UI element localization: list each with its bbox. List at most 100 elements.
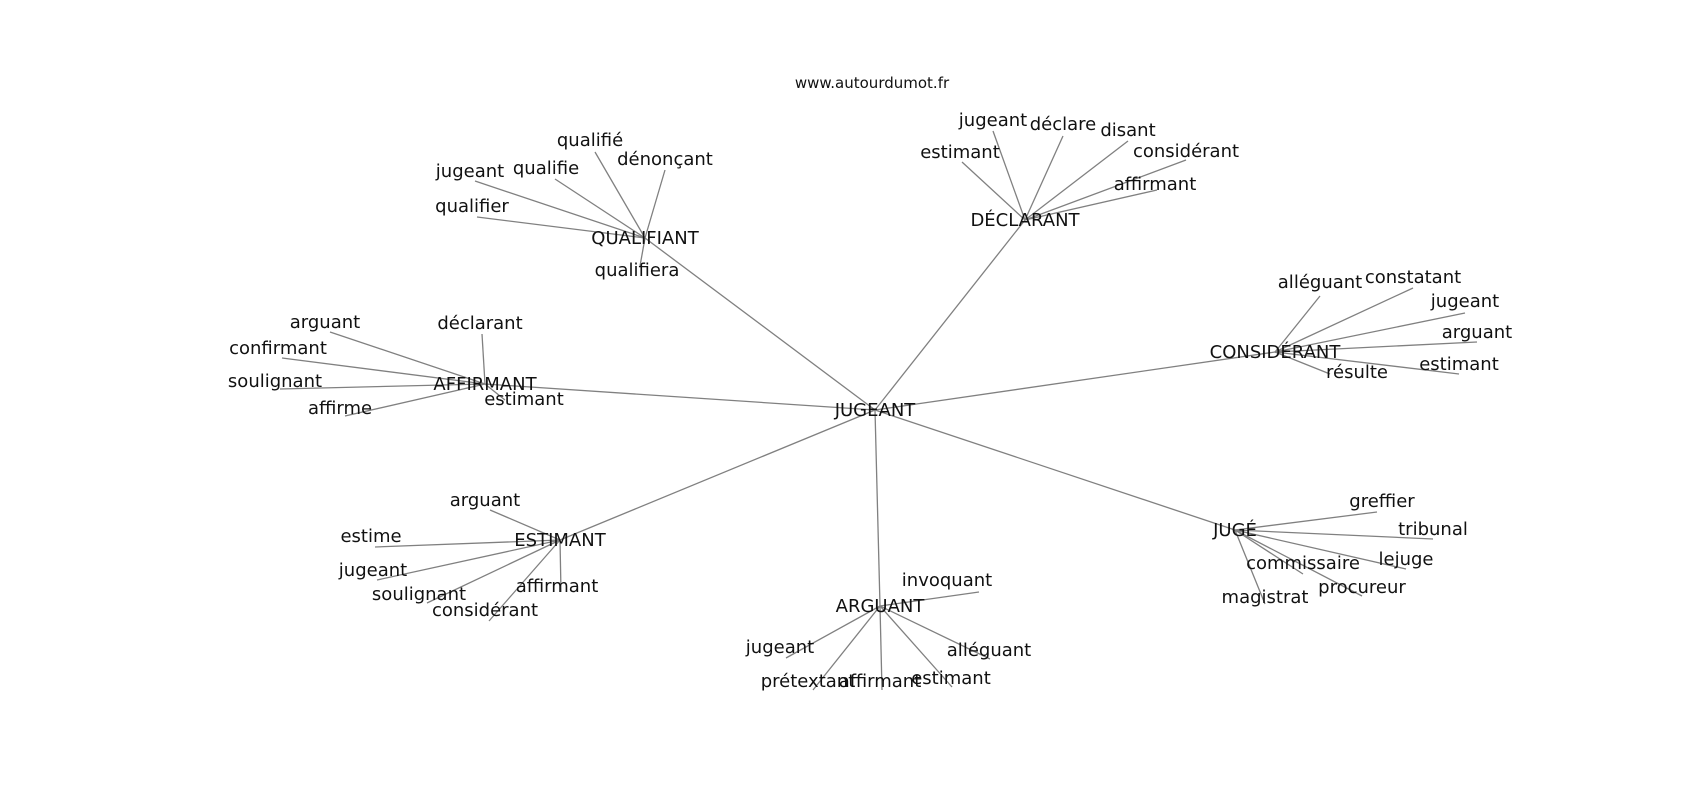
edge-considerant-2-constatant-1: [1274, 287, 1414, 353]
leaf-estimant-4-estime-1[interactable]: estime: [340, 526, 401, 547]
edge-arguant-5-affirmant-4: [879, 605, 883, 691]
leaf-estimant-4-soulignant-3[interactable]: soulignant: [372, 584, 466, 605]
hub-node-qualifiant-0[interactable]: QUALIFIANT: [591, 228, 699, 249]
leaf-declarant-1-considerant-4[interactable]: considérant: [1133, 141, 1239, 162]
edge-qualifiant-0-qualifie-0: [594, 151, 646, 239]
edge-qualifiant-0-denoncant-1: [644, 169, 666, 239]
edge-center-juge-6: [874, 409, 1236, 531]
leaf-declarant-1-declare-1[interactable]: déclare: [1030, 114, 1097, 135]
leaf-declarant-1-estimant-3[interactable]: estimant: [920, 142, 1000, 163]
leaf-qualifiant-0-qualifie-3[interactable]: qualifie: [513, 158, 579, 179]
leaf-considerant-2-alleguant-0[interactable]: alléguant: [1278, 272, 1362, 293]
edge-arguant-5-estimant-5: [879, 605, 953, 688]
site-label: www.autourdumot.fr: [795, 74, 950, 92]
leaf-juge-6-greffier-0[interactable]: greffier: [1349, 491, 1415, 512]
leaf-affirmant-3-arguant-0[interactable]: arguant: [290, 312, 360, 333]
edge-declarant-1-estimant-3: [961, 161, 1026, 221]
leaf-estimant-4-affirmant-5[interactable]: affirmant: [516, 576, 599, 597]
edge-center-arguant-5: [874, 409, 881, 607]
center-node-jugeant[interactable]: JUGEANT: [834, 400, 917, 421]
edge-juge-6-magistrat-5: [1234, 529, 1266, 605]
edge-declarant-1-disant-2: [1024, 140, 1129, 221]
edge-qualifiant-0-qualifiera-5: [639, 237, 646, 267]
leaf-estimant-4-jugeant-2[interactable]: jugeant: [338, 560, 407, 581]
edge-juge-6-procureur-4: [1234, 529, 1363, 597]
edge-arguant-5-invoquant-0: [879, 591, 980, 607]
leaf-juge-6-tribunal-1[interactable]: tribunal: [1398, 519, 1468, 540]
edge-estimant-4-affirmant-5: [559, 539, 562, 593]
edge-arguant-5-jugeant-1: [785, 605, 881, 659]
edge-estimant-4-arguant-0: [489, 509, 561, 541]
edge-considerant-2-alleguant-0: [1274, 295, 1321, 353]
hub-node-estimant-4[interactable]: ESTIMANT: [514, 530, 606, 551]
leaf-affirmant-3-estimant-5[interactable]: estimant: [484, 389, 564, 410]
edge-affirmant-3-soulignant-3: [279, 383, 486, 390]
leaf-arguant-5-invoquant-0[interactable]: invoquant: [902, 570, 992, 591]
hub-node-arguant-5[interactable]: ARGUANT: [836, 596, 926, 617]
leaf-qualifiant-0-qualifier-4[interactable]: qualifier: [435, 196, 509, 217]
edge-center-affirmant-3: [484, 383, 876, 411]
edge-arguant-5-pretextant-3: [812, 605, 881, 691]
edge-arguant-5-alleguant-2: [879, 605, 991, 660]
hub-node-affirmant-3[interactable]: AFFIRMANT: [433, 374, 537, 395]
leaf-qualifiant-0-qualifie-0[interactable]: qualifié: [557, 130, 623, 151]
leaf-juge-6-commissaire-3[interactable]: commissaire: [1246, 553, 1360, 574]
leaf-considerant-2-estimant-4[interactable]: estimant: [1419, 354, 1499, 375]
leaf-declarant-1-affirmant-5[interactable]: affirmant: [1114, 174, 1197, 195]
edge-affirmant-3-affirme-4: [344, 383, 486, 417]
leaf-qualifiant-0-denoncant-1[interactable]: dénonçant: [617, 149, 713, 170]
edge-estimant-4-considerant-4: [488, 539, 561, 622]
leaf-qualifiant-0-qualifiera-5[interactable]: qualifiera: [595, 260, 680, 281]
edge-juge-6-tribunal-1: [1234, 529, 1434, 540]
leaf-affirmant-3-soulignant-3[interactable]: soulignant: [228, 371, 322, 392]
edge-considerant-2-arguant-3: [1274, 341, 1478, 353]
edge-affirmant-3-confirmant-2: [281, 357, 486, 385]
graph-edges: [279, 130, 1478, 691]
leaf-juge-6-lejuge-2[interactable]: lejuge: [1379, 549, 1434, 570]
leaf-arguant-5-affirmant-4[interactable]: affirmant: [839, 671, 922, 692]
edge-affirmant-3-declarant-1: [481, 333, 486, 385]
leaf-considerant-2-arguant-3[interactable]: arguant: [1442, 322, 1512, 343]
edge-center-declarant-1: [874, 219, 1026, 411]
leaf-arguant-5-estimant-5[interactable]: estimant: [911, 668, 991, 689]
edge-declarant-1-declare-1: [1024, 135, 1064, 221]
edge-affirmant-3-estimant-5: [484, 383, 506, 401]
leaf-estimant-4-considerant-4[interactable]: considérant: [432, 600, 538, 621]
leaf-arguant-5-pretextant-3[interactable]: prétextant: [761, 671, 856, 692]
edge-considerant-2-estimant-4: [1274, 351, 1460, 375]
leaf-affirmant-3-affirme-4[interactable]: affirme: [308, 398, 372, 419]
leaf-considerant-2-constatant-1[interactable]: constatant: [1365, 267, 1461, 288]
edge-considerant-2-jugeant-2: [1274, 312, 1466, 353]
leaf-qualifiant-0-jugeant-2[interactable]: jugeant: [435, 161, 504, 182]
edge-qualifiant-0-qualifier-4: [476, 216, 646, 239]
leaf-arguant-5-jugeant-1[interactable]: jugeant: [745, 637, 814, 658]
leaf-considerant-2-resulte-5[interactable]: résulte: [1326, 362, 1388, 383]
edge-estimant-4-estime-1: [374, 539, 561, 548]
leaf-affirmant-3-declarant-1[interactable]: déclarant: [437, 313, 522, 334]
edge-declarant-1-jugeant-0: [992, 130, 1026, 221]
hub-node-considerant-2[interactable]: CONSIDÉRANT: [1210, 341, 1342, 363]
edge-juge-6-commissaire-3: [1234, 529, 1304, 575]
leaf-arguant-5-alleguant-2[interactable]: alléguant: [947, 640, 1031, 661]
edge-affirmant-3-arguant-0: [329, 331, 486, 385]
edge-estimant-4-soulignant-3: [426, 539, 561, 604]
hub-node-juge-6[interactable]: JUGÉ: [1212, 519, 1257, 541]
leaf-declarant-1-disant-2[interactable]: disant: [1100, 120, 1155, 141]
leaf-affirmant-3-confirmant-2[interactable]: confirmant: [229, 338, 327, 359]
leaf-juge-6-procureur-4[interactable]: procureur: [1318, 577, 1406, 598]
edge-declarant-1-considerant-4: [1024, 159, 1187, 221]
edge-center-qualifiant-0: [644, 237, 876, 411]
edge-declarant-1-affirmant-5: [1024, 189, 1158, 221]
edge-center-considerant-2: [874, 351, 1276, 411]
leaf-juge-6-magistrat-5[interactable]: magistrat: [1222, 587, 1309, 608]
edge-considerant-2-resulte-5: [1274, 351, 1331, 375]
leaf-considerant-2-jugeant-2[interactable]: jugeant: [1430, 291, 1499, 312]
leaf-declarant-1-jugeant-0[interactable]: jugeant: [958, 110, 1027, 131]
edge-center-estimant-4: [559, 409, 876, 541]
edge-qualifiant-0-qualifie-3: [554, 178, 646, 239]
edge-qualifiant-0-jugeant-2: [474, 180, 646, 239]
leaf-estimant-4-arguant-0[interactable]: arguant: [450, 490, 520, 511]
hub-node-declarant-1[interactable]: DÉCLARANT: [970, 209, 1080, 231]
